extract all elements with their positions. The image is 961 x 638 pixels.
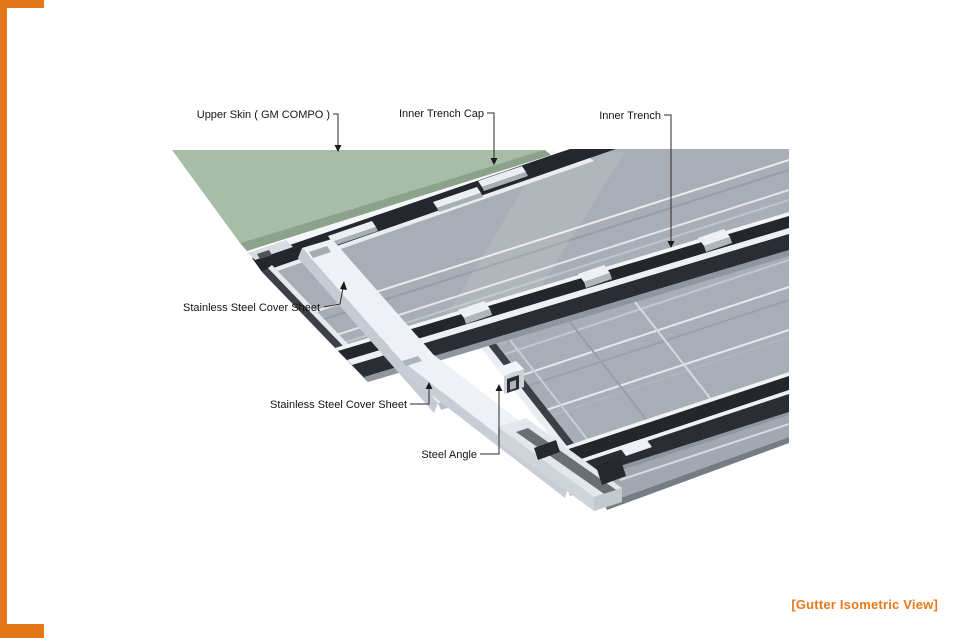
inner-trench-middle: [335, 212, 789, 382]
trench1-rail: [262, 158, 594, 275]
callouts: Upper Skin ( GM COMPO ) Inner Trench Cap…: [183, 108, 675, 461]
steel-angle-arrow-icon: [495, 384, 503, 391]
frame-top-corner: [0, 0, 44, 8]
assembly: [172, 149, 789, 520]
label-cover-sheet-upper: Stainless Steel Cover Sheet: [183, 302, 320, 314]
upper-skin-arrow-icon: [334, 145, 342, 152]
label-inner-trench-cap: Inner Trench Cap: [399, 108, 484, 120]
panel-ribs-lower: [489, 259, 789, 421]
inner-trench-cap-strip: [328, 166, 528, 246]
panel-seams-steep: [509, 301, 711, 440]
upper-skin-lip: [240, 150, 551, 251]
label-steel-angle: Steel Angle: [421, 449, 477, 461]
fascia-band: [586, 415, 789, 504]
skin-tip-bracket-notch: [257, 250, 272, 259]
leader-cover-sheet-upper: [323, 287, 344, 308]
label-cover-sheet-lower: Stainless Steel Cover Sheet: [270, 399, 407, 411]
inner-trench-cap-arrow-icon: [490, 158, 498, 165]
panel-underside-edge: [604, 437, 789, 510]
cover-sheet-lower-arrow-icon: [425, 382, 433, 389]
frame-bottom-corner: [0, 624, 44, 638]
trench2-clips: [458, 229, 732, 324]
inner-trench-bottom: [560, 372, 789, 482]
leader-upper-skin: [333, 113, 339, 145]
upper-skin-panel: [172, 150, 545, 243]
label-upper-skin: Upper Skin ( GM COMPO ): [197, 109, 330, 121]
leader-cover-sheet-lower: [410, 389, 430, 405]
steel-angle-clip: [496, 361, 524, 394]
inner-trench-arrow-icon: [667, 241, 675, 248]
cover-sheet-upper-arrow-icon: [340, 281, 347, 290]
fascia-line: [619, 423, 789, 481]
panel-ribs-upper: [303, 159, 789, 347]
leader-inner-trench-cap: [487, 112, 495, 158]
leader-inner-trench: [664, 114, 672, 241]
purlin-channel: [498, 418, 626, 511]
label-inner-trench: Inner Trench: [599, 110, 661, 122]
sheen-highlight: [432, 152, 625, 345]
leader-steel-angle: [480, 391, 500, 455]
caption-gutter-isometric-view: [Gutter Isometric View]: [791, 597, 938, 612]
frame-left-bar: [0, 0, 7, 638]
